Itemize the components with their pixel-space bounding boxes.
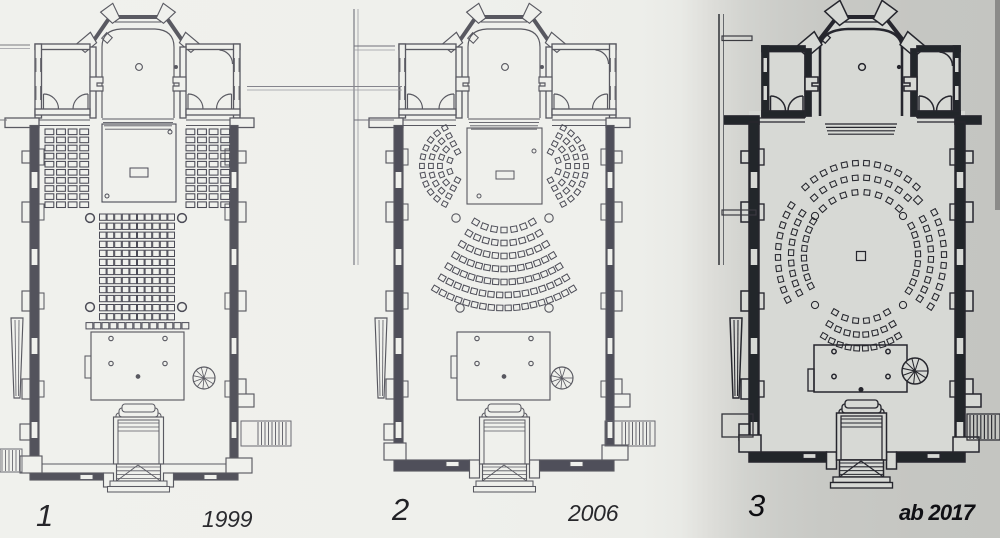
svg-text:2: 2 — [391, 492, 409, 527]
svg-text:1: 1 — [36, 498, 53, 533]
svg-text:2006: 2006 — [567, 500, 619, 526]
svg-text:3: 3 — [748, 488, 765, 523]
svg-text:1999: 1999 — [202, 506, 253, 532]
svg-text:ab 2017: ab 2017 — [899, 500, 977, 525]
